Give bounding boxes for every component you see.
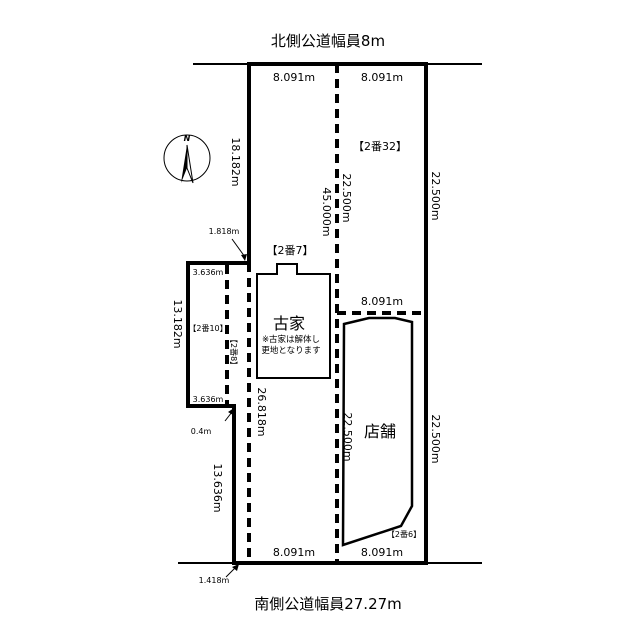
- compass-north-label: N: [184, 134, 191, 143]
- lot-label-2-7: 【2番7】: [267, 244, 314, 257]
- dim-left-upper-height: 18.182m: [229, 137, 242, 186]
- dim-middle-right-width: 8.091m: [361, 295, 403, 308]
- old-house-label: 古家: [273, 314, 305, 333]
- dim-notch-height: 13.182m: [171, 299, 184, 348]
- south-road-label: 南側公道幅員27.27m: [254, 595, 402, 613]
- dim-notch-bottom-width: 3.636m: [193, 395, 224, 404]
- compass-icon: N: [163, 134, 211, 184]
- dim-notch-top-width: 3.636m: [193, 268, 224, 277]
- dim-bottom-left-width: 8.091m: [273, 546, 315, 559]
- dim-top-right-width: 8.091m: [361, 71, 403, 84]
- lot-label-2-6: 【2番6】: [387, 529, 421, 539]
- dim-top-left-width: 8.091m: [273, 71, 315, 84]
- dim-center-upper-height: 22.500m: [340, 173, 353, 222]
- lot-label-2-10: 【2番10】: [188, 323, 227, 333]
- store-label: 店舗: [364, 422, 396, 441]
- dim-offset-small: 0.4m: [191, 427, 212, 436]
- old-house-note-line-2: 更地となります: [261, 345, 320, 356]
- dim-left-lower-height: 13.636m: [211, 463, 224, 512]
- leader-arrow-bottom: [225, 564, 239, 578]
- dim-center-lower-height: 22.500m: [341, 412, 354, 461]
- lot-label-2-8: 【2番8】: [229, 335, 239, 369]
- dim-center-total-height: 45.000m: [320, 187, 333, 236]
- old-house-outline: [256, 263, 331, 379]
- dim-offset-bottom: 1.418m: [199, 576, 230, 585]
- dim-offset-upper: 1.818m: [209, 227, 240, 236]
- site-boundary: [186, 62, 428, 565]
- store-outline: [341, 316, 414, 547]
- north-road-label: 北側公道幅員8m: [271, 32, 385, 50]
- old-house-note-line-1: ※古家は解体し: [262, 334, 320, 345]
- dim-left-middle-height: 26.818m: [255, 387, 268, 436]
- dim-right-lower-height: 22.500m: [429, 414, 442, 463]
- dim-right-upper-height: 22.500m: [429, 171, 442, 220]
- lot-label-2-32: 【2番32】: [353, 140, 407, 153]
- dim-bottom-right-width: 8.091m: [361, 546, 403, 559]
- leader-arrow-small: [224, 408, 234, 422]
- leader-arrow-upper: [231, 238, 247, 261]
